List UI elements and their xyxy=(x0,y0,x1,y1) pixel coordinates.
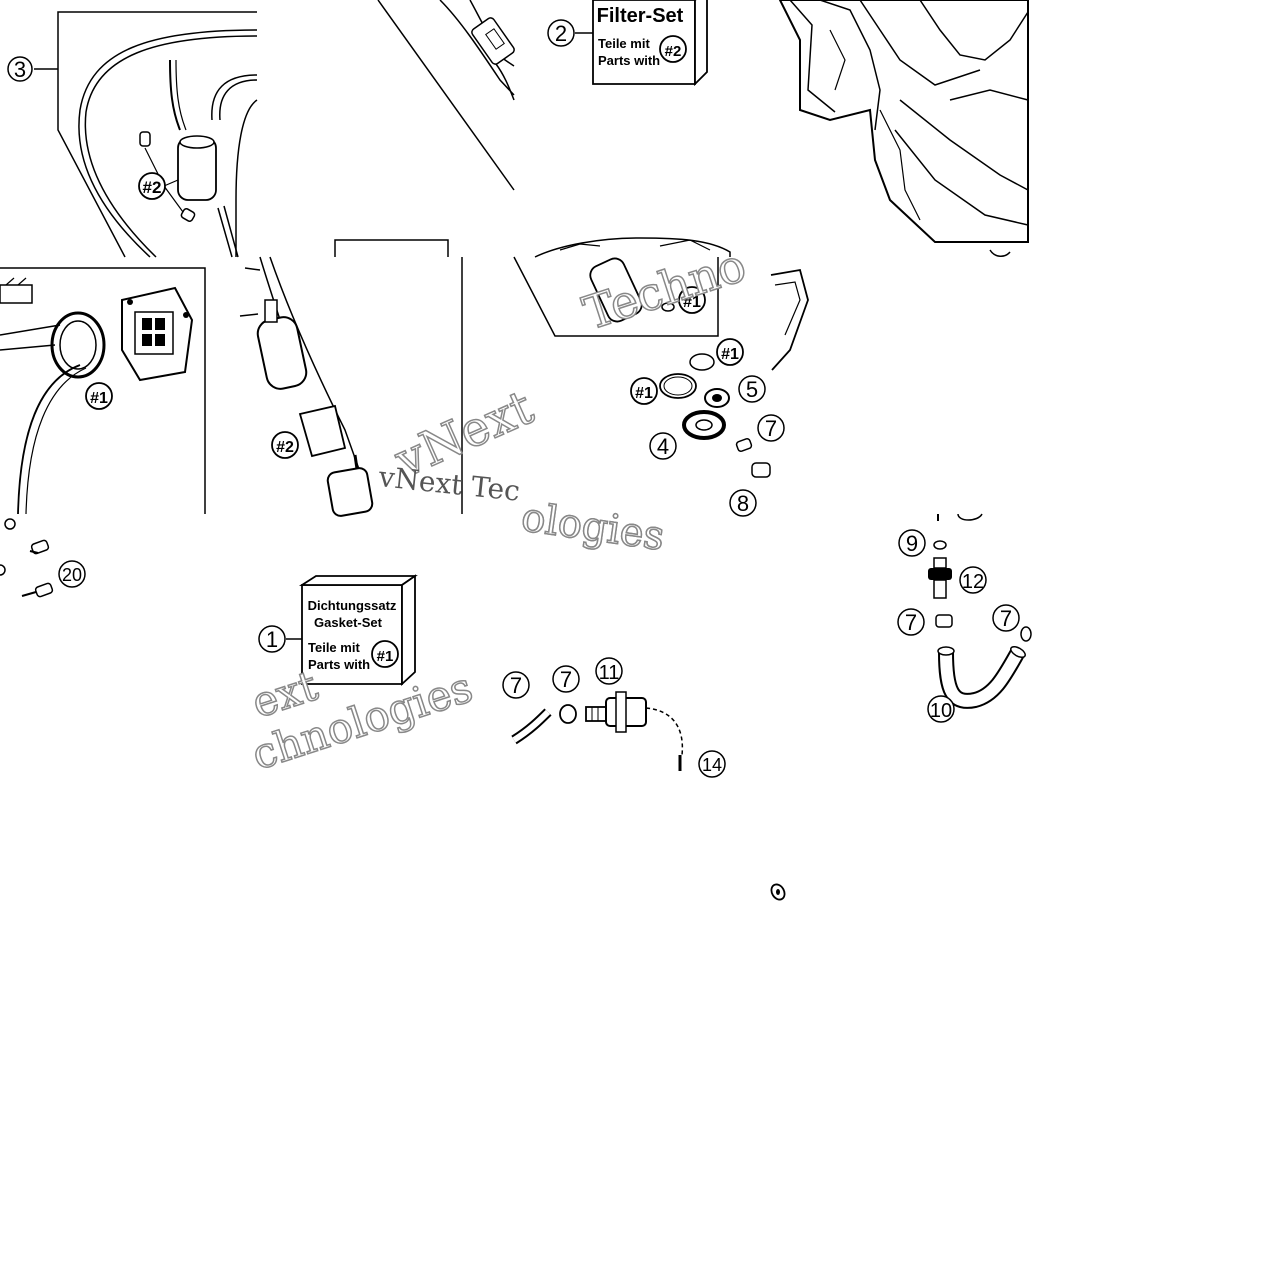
callout-7-left: 7 xyxy=(502,671,530,699)
callout-h1-seal-b: #1 xyxy=(630,377,658,405)
svg-text:4: 4 xyxy=(657,434,669,459)
svg-text:#2: #2 xyxy=(143,178,162,197)
svg-text:11: 11 xyxy=(599,662,620,684)
hose-10 xyxy=(937,645,1026,709)
callout-5: 5 xyxy=(738,375,766,403)
svg-text:Gasket-Set: Gasket-Set xyxy=(314,615,383,630)
svg-text:#1: #1 xyxy=(683,294,701,311)
svg-text:Teile mit: Teile mit xyxy=(598,36,650,51)
tile-tank-strap xyxy=(377,0,515,191)
svg-text:14: 14 xyxy=(702,755,722,775)
svg-text:Filter-Set: Filter-Set xyxy=(597,5,684,27)
callout-7-partial: 7 xyxy=(757,414,785,442)
svg-text:Dichtungssatz: Dichtungssatz xyxy=(308,598,397,613)
svg-text:#2: #2 xyxy=(276,439,294,456)
svg-text:8: 8 xyxy=(737,491,749,516)
svg-text:Parts with: Parts with xyxy=(308,657,370,672)
svg-text:2: 2 xyxy=(555,21,567,46)
stray-clip xyxy=(770,883,786,901)
callout-h1-flange: #1 xyxy=(85,382,113,410)
callout-12: 12 xyxy=(959,566,987,594)
filter-set-box: Filter-Set Teile mit Parts with #2 xyxy=(592,0,708,87)
callout-h1-box: #1 xyxy=(678,286,706,314)
gasket-set-box: Dichtungssatz Gasket-Set Teile mit Parts… xyxy=(298,574,418,687)
callout-h1-seal-a: #1 xyxy=(716,338,744,366)
svg-text:#1: #1 xyxy=(90,390,108,407)
callout-10: 10 xyxy=(927,695,955,723)
svg-text:#1: #1 xyxy=(721,346,739,363)
svg-text:10: 10 xyxy=(930,700,952,722)
svg-text:Parts with: Parts with xyxy=(598,53,660,68)
svg-text:#2: #2 xyxy=(665,43,682,60)
svg-text:5: 5 xyxy=(746,377,758,402)
tile-filter-set: Filter-Set Teile mit Parts with #2 2 xyxy=(547,0,708,87)
svg-text:7: 7 xyxy=(1000,606,1012,631)
svg-text:Teile mit: Teile mit xyxy=(308,640,360,655)
callout-7-mid: 7 xyxy=(552,665,580,693)
svg-text:7: 7 xyxy=(765,416,777,441)
callout-4: 4 xyxy=(649,432,677,460)
svg-text:7: 7 xyxy=(905,610,917,635)
svg-text:7: 7 xyxy=(510,673,522,698)
svg-text:20: 20 xyxy=(62,565,82,585)
svg-text:9: 9 xyxy=(906,531,918,556)
svg-text:12: 12 xyxy=(962,571,984,593)
svg-text:3: 3 xyxy=(14,57,26,82)
pump-connector xyxy=(121,286,194,382)
svg-text:1: 1 xyxy=(266,627,278,652)
callout-14: 14 xyxy=(698,750,726,778)
tile-fuel-filter: 3 #2 xyxy=(7,11,258,258)
callout-20: 20 xyxy=(58,560,86,588)
callout-2: 2 xyxy=(547,19,575,47)
callout-3: 3 xyxy=(7,56,33,82)
callout-7-a: 7 xyxy=(897,608,925,636)
callout-h2: #2 xyxy=(138,172,166,200)
fitting-12 xyxy=(928,557,952,599)
svg-text:#1: #1 xyxy=(635,385,653,402)
bolt xyxy=(29,539,50,555)
tile-bolts: 20 xyxy=(0,518,86,598)
callout-9: 9 xyxy=(898,529,926,557)
callout-h2-pump: #2 xyxy=(271,431,299,459)
svg-text:7: 7 xyxy=(560,667,572,692)
callout-7-b: 7 xyxy=(992,604,1020,632)
tile-pump-flange: #1 xyxy=(0,267,206,515)
callout-8: 8 xyxy=(729,489,757,517)
bolt xyxy=(21,582,54,598)
svg-text:#1: #1 xyxy=(377,648,394,665)
tile-fuel-tank xyxy=(778,0,1029,257)
tile-tank-edge xyxy=(770,268,809,371)
tile-hoses: 9 12 7 7 10 xyxy=(897,513,1032,723)
callout-1: 1 xyxy=(258,625,286,653)
callout-11: 11 xyxy=(595,657,623,685)
